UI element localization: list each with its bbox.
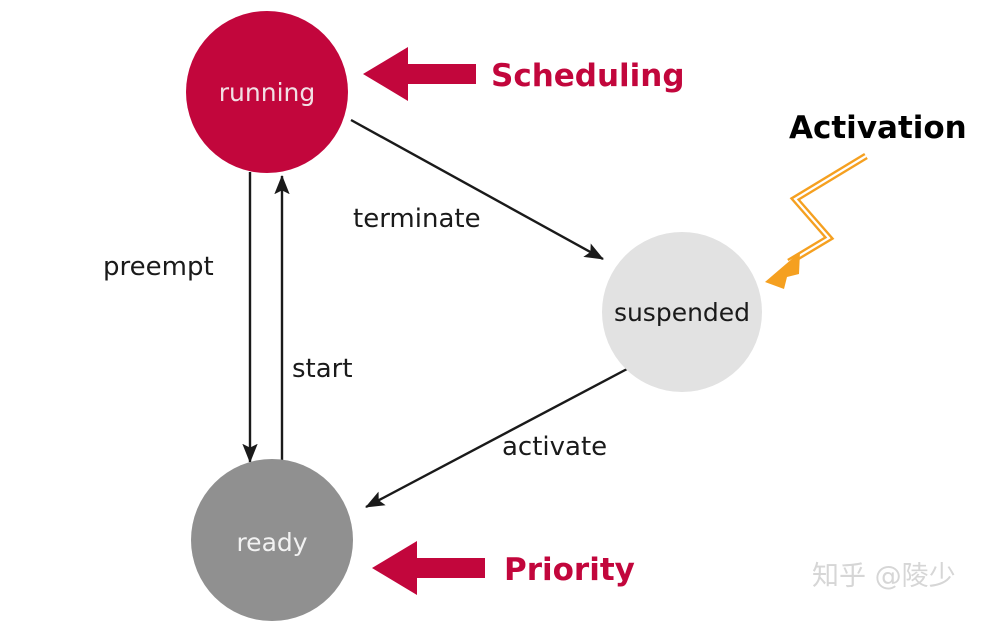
edge-label-start: start [292,354,353,384]
annotation-scheduling: Scheduling [363,47,685,101]
edge-preempt: preempt [103,172,258,463]
edge-label-preempt: preempt [103,252,214,282]
bolt-arrowhead [765,252,800,289]
node-ready-circle[interactable] [191,459,353,621]
node-suspended-circle[interactable] [602,232,762,392]
annotation-label-priority: Priority [504,552,635,588]
node-running[interactable]: running [186,11,348,173]
edge-terminate: terminate [350,118,604,261]
edge-activate-line [365,367,628,509]
bolt-stroke-outer [787,153,868,266]
bolt-stroke-split [788,155,867,263]
node-ready-label: ready [236,528,307,557]
annotation-activation: Activation [765,110,967,289]
watermark: 知乎 @陵少 [812,561,956,592]
annotation-label-scheduling: Scheduling [491,58,685,94]
edge-activate: activate [365,367,628,509]
edge-label-activate: activate [502,432,607,462]
node-running-label: running [219,78,315,107]
left-arrow-icon [363,47,476,101]
annotation-priority: Priority [372,541,635,595]
node-ready[interactable]: ready [191,459,353,621]
left-arrow-icon [372,541,485,595]
node-running-circle[interactable] [186,11,348,173]
edge-label-terminate: terminate [353,204,481,234]
edge-start: start [274,175,353,470]
lightning-bolt-icon [765,153,868,289]
node-suspended[interactable]: suspended [602,232,762,392]
edge-terminate-line [350,118,604,261]
node-suspended-label: suspended [614,298,750,327]
annotation-label-activation: Activation [789,110,967,146]
